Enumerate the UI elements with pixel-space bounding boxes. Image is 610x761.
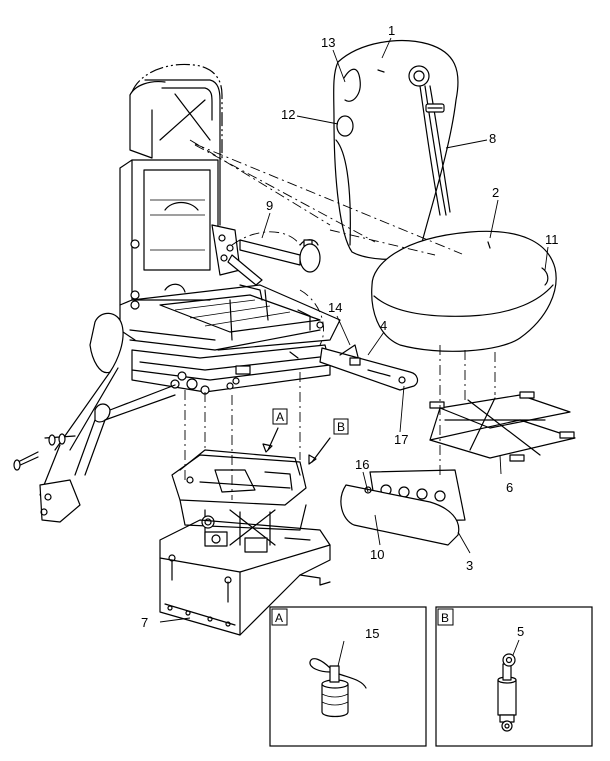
view-a-marker-label: A	[276, 410, 284, 424]
callouts: 1 2 3 4 5 6 7 8 9 10 11 12 13 14 15 16 1…	[141, 23, 559, 641]
side-cover	[340, 484, 460, 546]
view-b-marker	[333, 418, 349, 435]
view-b-label: B	[441, 611, 449, 625]
seat-back-frame	[119, 63, 223, 341]
leader-lines	[159, 37, 549, 623]
callout-10: 10	[370, 547, 384, 562]
callout-2: 2	[492, 185, 499, 200]
part-5-shock	[497, 653, 517, 732]
callout-8: 8	[489, 131, 496, 146]
floor-mount	[159, 519, 331, 636]
view-a-label: A	[275, 611, 283, 625]
callout-13: 13	[321, 35, 335, 50]
view-b-marker-label: B	[337, 420, 345, 434]
callout-16: 16	[355, 457, 369, 472]
detail-view-a: A	[269, 606, 427, 747]
seat-base-frame	[129, 283, 341, 351]
detail-view-b: B	[435, 606, 593, 747]
callout-17: 17	[394, 432, 408, 447]
seat-bottom-cushion	[371, 230, 557, 352]
armrest	[13, 312, 176, 523]
callout-12: 12	[281, 107, 295, 122]
callout-4: 4	[380, 318, 387, 333]
callout-1: 1	[388, 23, 395, 38]
assembly-lines	[184, 139, 496, 500]
view-a-marker	[272, 408, 288, 425]
callout-14: 14	[328, 300, 342, 315]
seat-back-cushion	[333, 39, 459, 260]
callout-6: 6	[506, 480, 513, 495]
callout-11: 11	[545, 232, 559, 247]
suspension-base	[171, 449, 307, 546]
part-15-cylinder	[309, 658, 367, 718]
lumbar-control	[211, 224, 321, 286]
callout-3: 3	[466, 558, 473, 573]
detail-arrows	[262, 427, 331, 465]
callout-15: 15	[365, 626, 379, 641]
seat-pan-frame	[429, 391, 576, 462]
seat-belt	[419, 85, 451, 216]
adjuster-handle	[319, 344, 419, 391]
callout-9: 9	[266, 198, 273, 213]
callout-7: 7	[141, 615, 148, 630]
callout-5: 5	[517, 624, 524, 639]
